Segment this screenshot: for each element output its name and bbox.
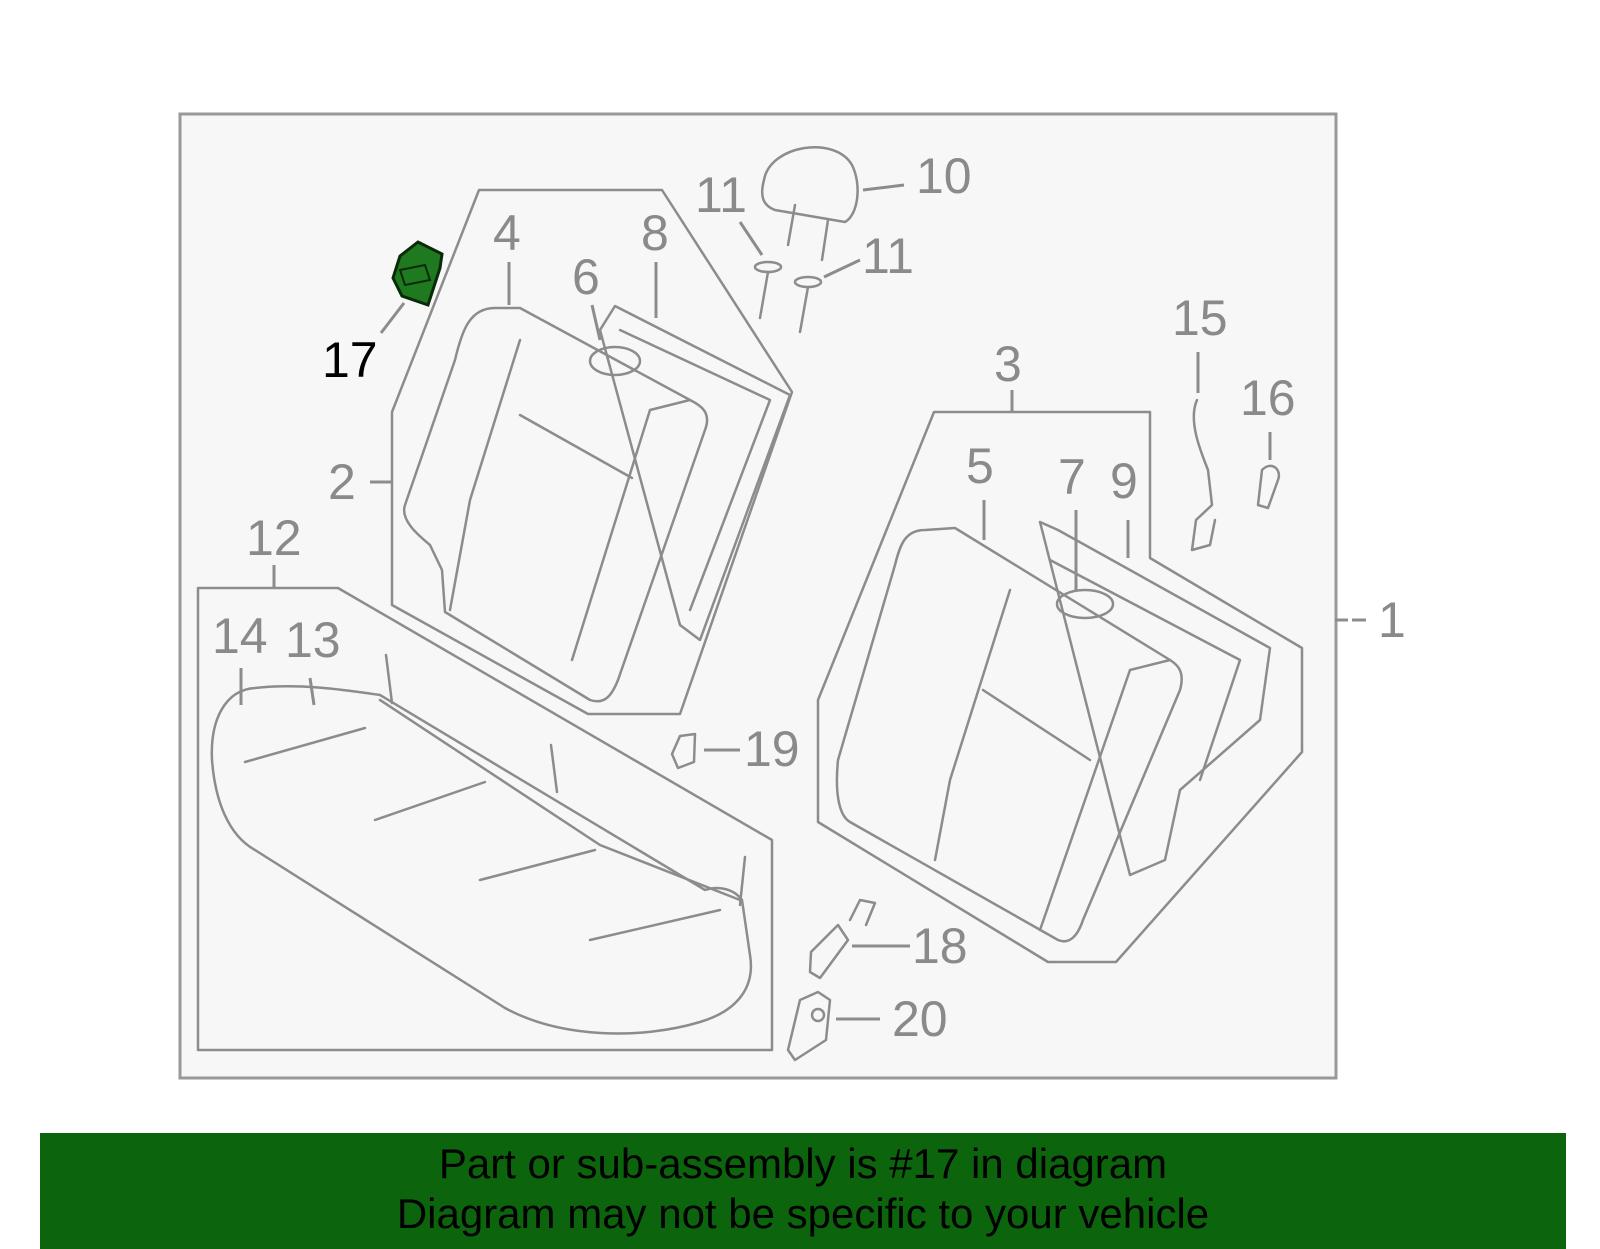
callout-8: 8 xyxy=(641,205,669,261)
callout-18: 18 xyxy=(912,918,968,974)
leader-lines xyxy=(239,183,1366,1021)
part-17-highlight xyxy=(391,240,444,307)
callout-19: 19 xyxy=(744,721,800,777)
callout-9: 9 xyxy=(1110,453,1138,509)
callout-1: 1 xyxy=(1378,592,1406,648)
callout-20: 20 xyxy=(892,991,948,1047)
info-banner: Part or sub-assembly is #17 in diagram D… xyxy=(40,1133,1566,1249)
callout-11a: 11 xyxy=(695,167,747,223)
callout-13: 13 xyxy=(285,612,341,668)
callout-11b: 11 xyxy=(862,228,914,284)
seat-back-left xyxy=(402,304,792,703)
parts-diagram: 1 2 3 4 5 6 7 8 9 10 11 11 12 13 14 15 1… xyxy=(178,112,1406,1080)
cable-and-clip xyxy=(1190,398,1281,552)
callout-3: 3 xyxy=(994,336,1022,392)
callout-10: 10 xyxy=(916,148,972,204)
callout-16: 16 xyxy=(1240,370,1296,426)
callout-7: 7 xyxy=(1058,449,1086,505)
callout-4: 4 xyxy=(493,205,521,261)
banner-line-1: Part or sub-assembly is #17 in diagram xyxy=(438,1140,1168,1187)
headrest-guides xyxy=(753,260,823,334)
group-3-outline xyxy=(816,410,1304,964)
banner-line-2: Diagram may not be specific to your vehi… xyxy=(396,1190,1210,1237)
group-2-outline xyxy=(390,188,794,716)
callout-12: 12 xyxy=(246,510,302,566)
callout-17: 17 xyxy=(322,332,378,388)
seat-back-right xyxy=(835,520,1272,943)
callout-2: 2 xyxy=(328,454,356,510)
headrest xyxy=(760,146,859,262)
callout-6: 6 xyxy=(572,249,600,305)
callout-14: 14 xyxy=(212,608,268,664)
callout-5: 5 xyxy=(966,438,994,494)
callout-15: 15 xyxy=(1172,290,1228,346)
group-12-outline xyxy=(196,586,774,1052)
seat-cushion xyxy=(210,653,753,1035)
small-parts xyxy=(670,732,877,1062)
